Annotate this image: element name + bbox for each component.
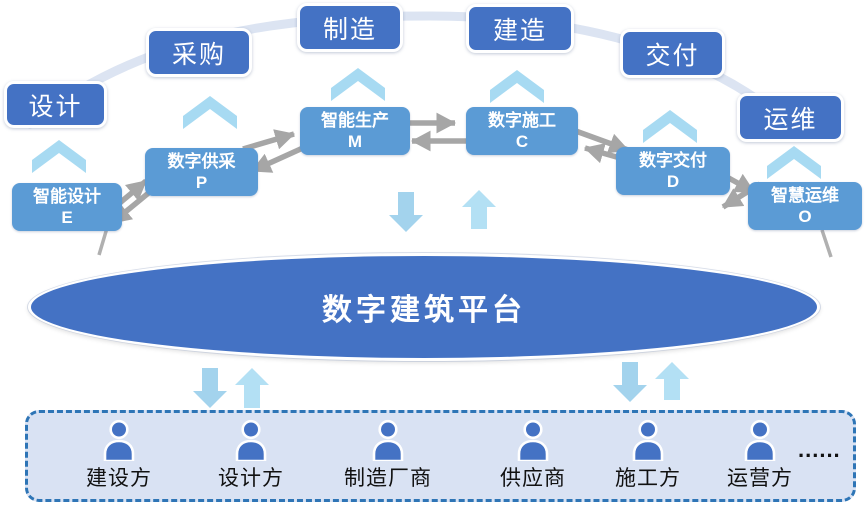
- stakeholder-item: 施工方: [588, 419, 708, 492]
- stakeholder-label: 建设方: [86, 467, 152, 490]
- up-arrow-icon: [235, 368, 269, 408]
- phase-box-procurement: 采购: [146, 28, 252, 77]
- stakeholder-item: 设计方: [191, 419, 311, 492]
- ellipsis-label: ......: [798, 437, 841, 462]
- chevron-up-icon: [643, 110, 697, 143]
- person-icon: [632, 419, 664, 461]
- phase-label: 交付: [645, 41, 700, 70]
- system-box-o: 智慧运维 O: [748, 182, 862, 230]
- stakeholder-item: 供应商: [473, 419, 593, 492]
- double-gray-arrow-icon: [242, 129, 296, 152]
- phase-label: 采购: [171, 40, 226, 69]
- platform-ellipse: 数字建筑平台: [28, 253, 820, 361]
- stakeholder-panel: 建设方 设计方 制造厂商 供应商: [25, 410, 856, 502]
- stakeholder-item: 运营方: [700, 419, 820, 492]
- phase-label: 设计: [28, 92, 83, 121]
- chevron-up-icon: [32, 140, 86, 173]
- system-name: 数字供采: [167, 151, 236, 171]
- up-arrow-icon: [462, 190, 496, 229]
- person-icon: [103, 419, 135, 461]
- chevron-up-icon: [490, 70, 544, 103]
- stakeholder-item: 制造厂商: [328, 419, 448, 492]
- up-arrow-icon: [655, 362, 689, 400]
- system-code: M: [347, 132, 363, 151]
- platform-title: 数字建筑平台: [322, 294, 526, 327]
- stakeholder-label: 设计方: [218, 467, 284, 490]
- stakeholder-label: 施工方: [615, 467, 681, 490]
- phase-label: 制造: [322, 15, 377, 44]
- loop-stub-right: [820, 229, 833, 258]
- system-code: D: [666, 172, 680, 191]
- system-box-p: 数字供采 P: [145, 148, 258, 196]
- system-name: 数字施工: [488, 110, 556, 130]
- system-name: 智慧运维: [771, 185, 839, 205]
- down-arrow-icon: [193, 368, 227, 408]
- system-code: E: [61, 208, 73, 227]
- phase-box-construction: 建造: [466, 4, 574, 53]
- double-gray-arrow-icon: [250, 144, 307, 174]
- person-icon: [372, 419, 404, 461]
- stakeholder-label: 制造厂商: [344, 467, 432, 490]
- stakeholder-label: 供应商: [500, 467, 566, 490]
- person-icon: [744, 419, 776, 461]
- chevron-up-icon: [183, 96, 237, 129]
- stakeholder-label: 运营方: [727, 467, 793, 490]
- stakeholder-item: 建设方: [59, 419, 179, 492]
- system-code: P: [195, 173, 208, 192]
- system-code: O: [798, 207, 812, 226]
- system-name: 数字交付: [639, 150, 707, 170]
- loop-stub-left: [97, 227, 109, 256]
- system-box-c: 数字施工 C: [466, 107, 578, 155]
- system-name: 智能生产: [321, 110, 389, 130]
- chevron-up-icon: [767, 146, 821, 179]
- phase-box-delivery: 交付: [620, 29, 725, 78]
- system-box-m: 智能生产 M: [300, 107, 410, 155]
- double-gray-arrow-icon: [572, 127, 630, 154]
- system-code: C: [515, 132, 529, 151]
- phase-label: 运维: [763, 105, 818, 134]
- phase-label: 建造: [492, 16, 547, 45]
- person-icon: [517, 419, 549, 461]
- phase-box-manufacturing: 制造: [297, 3, 403, 52]
- person-icon: [235, 419, 267, 461]
- system-box-e: 智能设计 E: [12, 183, 122, 231]
- system-name: 智能设计: [33, 186, 101, 206]
- phase-box-operation: 运维: [737, 93, 844, 142]
- system-box-d: 数字交付 D: [616, 147, 730, 195]
- down-arrow-icon: [389, 192, 423, 232]
- chevron-up-icon: [331, 68, 385, 101]
- phase-box-design: 设计: [4, 81, 107, 128]
- down-arrow-icon: [613, 362, 647, 402]
